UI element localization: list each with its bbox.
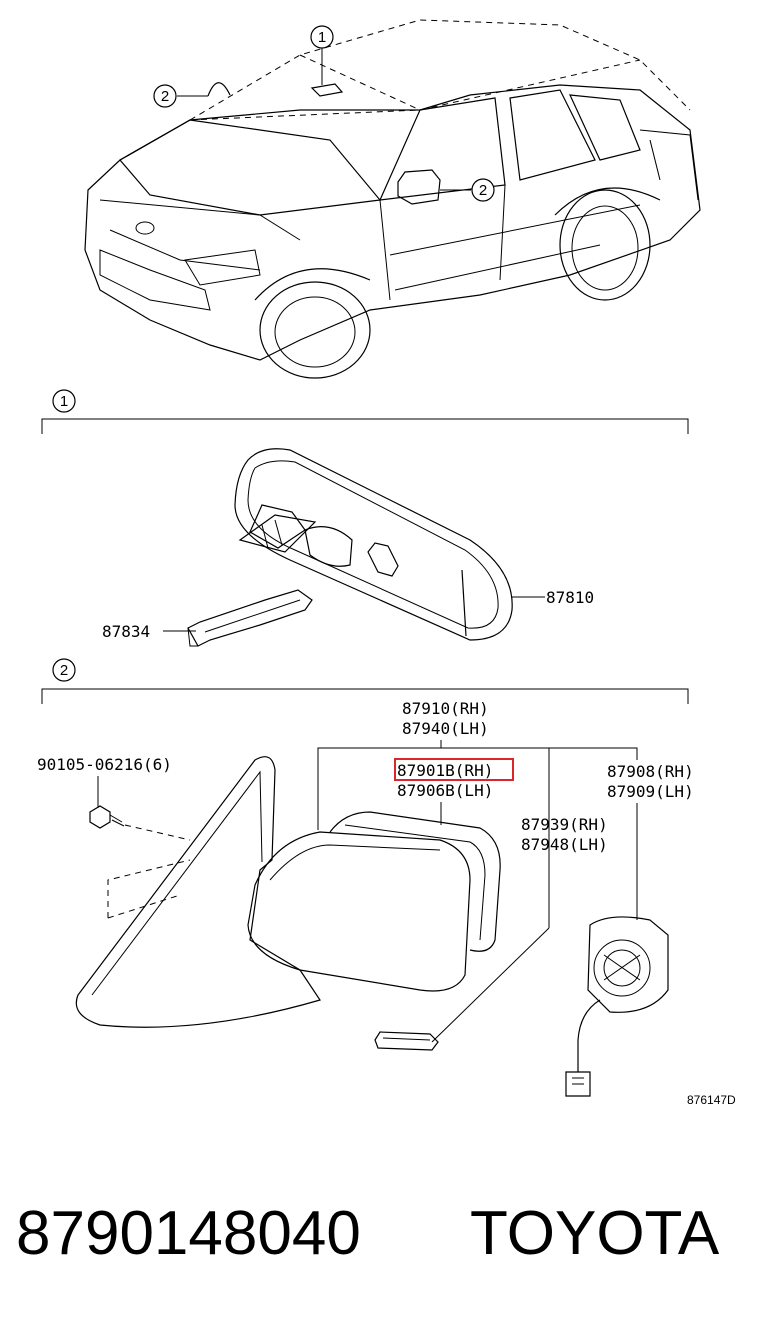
svg-text:1: 1: [318, 29, 326, 46]
callout-2-right: 2: [440, 178, 495, 202]
part-label-87939: 87939(RH): [521, 815, 608, 834]
part-label-87948: 87948(LH): [521, 835, 608, 854]
vehicle-illustration: [84, 19, 701, 379]
footer-brand: TOYOTA: [470, 1199, 720, 1268]
svg-text:2: 2: [479, 182, 487, 199]
footer-part-number: 8790148040: [16, 1199, 361, 1268]
callout-1-top: 1: [310, 25, 334, 85]
part-label-87910: 87910(RH): [402, 699, 489, 718]
part-label-87810: 87810: [546, 588, 594, 607]
svg-text:2: 2: [161, 88, 169, 105]
mirror-housing: [247, 811, 501, 992]
inner-rear-view-mirror: [234, 448, 513, 641]
diagram-reference: 876147D: [687, 1093, 736, 1107]
highlight-box: [394, 758, 514, 781]
turn-signal-lamp: [374, 927, 550, 1051]
section-1: 1 87810 87834: [41, 389, 689, 647]
svg-text:2: 2: [60, 662, 68, 679]
section-2: 2 87910(RH) 87940(LH) 87901B(RH) 87906B(…: [37, 658, 736, 1107]
svg-text:1: 1: [60, 393, 68, 410]
callout-2-left: 2: [153, 84, 208, 108]
mirror-base: [75, 756, 321, 1028]
part-label-87940: 87940(LH): [402, 719, 489, 738]
part-label-87901b: 87901B(RH): [397, 761, 493, 780]
mirror-actuator: [565, 916, 669, 1097]
part-label-87906b: 87906B(LH): [397, 781, 493, 800]
mirror-clip: [187, 589, 313, 647]
screw: [89, 805, 191, 841]
part-label-87834: 87834: [102, 622, 150, 641]
part-label-90105: 90105-06216(6): [37, 755, 172, 774]
part-label-87909: 87909(LH): [607, 782, 694, 801]
part-label-87908: 87908(RH): [607, 762, 694, 781]
